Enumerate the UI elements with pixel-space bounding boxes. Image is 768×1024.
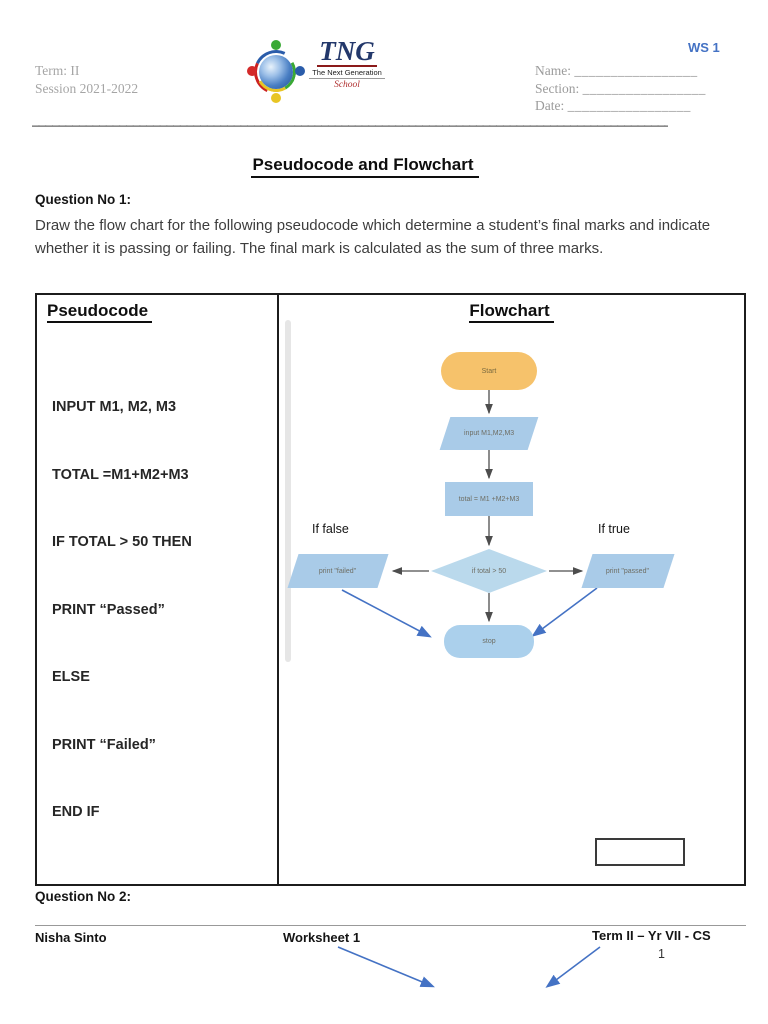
pseudocode-cell: Pseudocode INPUT M1, M2, M3 TOTAL =M1+M2… — [37, 295, 279, 884]
start-node-label: Start — [481, 367, 497, 375]
if-true-label: If true — [598, 522, 630, 536]
footer-divider — [35, 925, 746, 926]
school-logo: TNG The Next Generation School — [247, 38, 385, 106]
header-divider: ________________________________________… — [32, 112, 668, 127]
flowchart-header-text: Flowchart — [469, 301, 554, 323]
logo-tagline: The Next Generation — [309, 68, 385, 79]
date-blank-line: _________________ — [567, 98, 691, 113]
name-label: Name: — [535, 63, 571, 78]
question1-label: Question No 1: — [35, 192, 132, 207]
logo-dot-green — [271, 40, 281, 50]
section-label: Section: — [535, 80, 580, 96]
page-number: 1 — [658, 947, 665, 961]
pseudocode-line: END IF — [52, 804, 100, 820]
pseudocode-header-text: Pseudocode — [47, 301, 153, 323]
term-label: Term: II — [35, 63, 80, 78]
flowchart-fail-node: print "failed" — [287, 554, 389, 588]
logo-acronym: TNG — [317, 36, 377, 67]
logo-dot-red — [247, 66, 257, 76]
footer-author: Nisha Sinto — [35, 930, 107, 945]
earth-icon — [259, 55, 293, 89]
logo-dot-blue — [295, 66, 305, 76]
student-fields: Name: _________________ Section: _______… — [535, 62, 706, 115]
scrollbar-artifact — [285, 320, 291, 662]
footer-term-info: Term II – Yr VII - CS — [592, 928, 711, 943]
logo-dot-yellow — [271, 93, 281, 103]
pseudocode-header: Pseudocode — [47, 301, 153, 323]
flowchart-process-node: total = M1 +M2+M3 — [445, 482, 533, 516]
flowchart-stop-node: stop — [444, 625, 534, 658]
section-blank-line: _________________ — [582, 80, 706, 96]
pseudocode-line: TOTAL =M1+M2+M3 — [52, 466, 189, 483]
date-field-row: Date: _________________ — [535, 97, 706, 115]
logo-text: TNG The Next Generation School — [309, 38, 385, 90]
worksheet-number: WS 1 — [688, 40, 720, 55]
input-node-label: input M1,M2,M3 — [463, 430, 515, 437]
globe-icon — [247, 38, 305, 106]
pseudocode-line: IF TOTAL > 50 THEN — [52, 534, 192, 550]
flowchart-pass-node: print "passed" — [581, 554, 675, 588]
date-label: Date: — [535, 98, 565, 113]
pseudocode-block: INPUT M1, M2, M3 TOTAL =M1+M2+M3 IF TOTA… — [52, 351, 192, 869]
stop-node-label: stop — [482, 638, 496, 645]
pseudocode-flowchart-table: Pseudocode INPUT M1, M2, M3 TOTAL =M1+M2… — [35, 293, 746, 886]
name-field-row: Name: _________________ — [535, 62, 706, 80]
pseudocode-line: PRINT “Passed” — [52, 601, 165, 618]
section-field-row: Section: _________________ — [535, 80, 706, 98]
flowchart-start-node: Start — [441, 352, 537, 390]
process-node-label: total = M1 +M2+M3 — [458, 495, 520, 503]
decision-node-label: if total > 50 — [471, 567, 507, 575]
session-label: Session 2021-2022 — [35, 81, 139, 96]
pseudocode-line: PRINT “Failed” — [52, 736, 156, 753]
question1-text: Draw the flow chart for the following ps… — [35, 217, 711, 257]
flowchart-header: Flowchart — [279, 301, 744, 323]
pseudocode-line: INPUT M1, M2, M3 — [52, 399, 177, 415]
pseudocode-line: ELSE — [52, 669, 90, 685]
flowchart-input-node: input M1,M2,M3 — [439, 417, 539, 450]
term-session-block: Term: II Session 2021-2022 — [35, 62, 138, 98]
name-blank-line: _________________ — [574, 63, 698, 78]
pass-node-label: print "passed" — [606, 567, 650, 575]
footer-annotation-arrows — [337, 946, 601, 988]
footer-worksheet: Worksheet 1 — [283, 930, 361, 945]
logo-school-word: School — [334, 80, 360, 90]
empty-text-box — [595, 838, 685, 866]
flowchart-cell: Flowchart — [279, 295, 744, 884]
page-title-wrap: Pseudocode and Flowchart — [0, 155, 730, 178]
fail-node-label: print "failed" — [319, 567, 357, 575]
flowchart-connectors — [341, 390, 598, 638]
if-false-label: If false — [312, 522, 349, 536]
question2-label: Question No 2: — [35, 889, 132, 904]
page-title: Pseudocode and Flowchart — [251, 155, 479, 178]
